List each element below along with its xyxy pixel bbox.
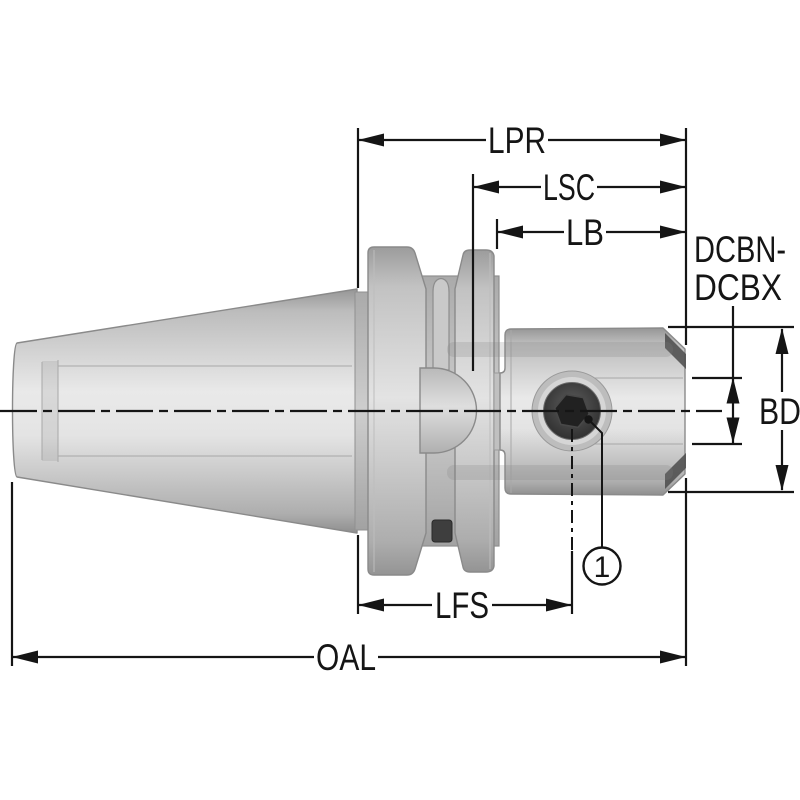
oal-arrow-right <box>660 650 686 664</box>
flange-capsule-slot <box>419 367 478 454</box>
reflection-band-top <box>447 342 673 357</box>
dimension-lpr: LPR <box>358 120 686 161</box>
lb-arrow-left <box>497 225 523 239</box>
lfs-label: LFS <box>435 585 489 626</box>
balloon-callout-1: 1 <box>582 415 622 586</box>
bore-arrow-up <box>726 377 740 404</box>
leader-line <box>587 418 603 547</box>
oal-label: OAL <box>316 637 376 678</box>
dimensions: LPR LSC LB DCBN- DCBX <box>10 120 800 678</box>
dimension-oal: OAL <box>12 637 686 678</box>
bd-arrow-down <box>775 465 789 491</box>
dimension-lsc: LSC <box>473 167 686 208</box>
dimension-lfs: LFS <box>358 585 572 626</box>
bore-label-line2: DCBX <box>694 267 782 308</box>
lpr-arrow-left <box>358 133 384 147</box>
lb-label: LB <box>566 212 604 253</box>
lsc-arrow-right <box>660 180 686 194</box>
balloon-circle <box>582 546 622 586</box>
lpr-label: LPR <box>488 120 546 161</box>
dimension-bd: BD <box>759 328 800 491</box>
lfs-arrow-left <box>358 598 384 612</box>
bd-label: BD <box>759 391 800 432</box>
bd-arrow-up <box>775 328 789 354</box>
nose-bore-band-bottom <box>665 453 686 489</box>
lsc-arrow-left <box>473 180 499 194</box>
dimension-bore: DCBN- DCBX <box>694 229 786 444</box>
bore-label-line1: DCBN- <box>694 229 786 270</box>
lsc-label: LSC <box>543 167 595 208</box>
lfs-arrow-right <box>546 598 572 612</box>
oal-arrow-left <box>12 650 38 664</box>
bore-arrow-down <box>726 417 740 444</box>
nose-bore-band-top <box>665 333 686 369</box>
reflection-band-bottom <box>447 465 673 480</box>
dimension-lb: LB <box>497 212 686 253</box>
drive-key-pocket-top <box>432 277 450 371</box>
lb-arrow-right <box>660 225 686 239</box>
balloon-label: 1 <box>594 551 611 584</box>
lpr-arrow-right <box>660 133 686 147</box>
drive-key-pocket-bottom <box>431 519 453 543</box>
